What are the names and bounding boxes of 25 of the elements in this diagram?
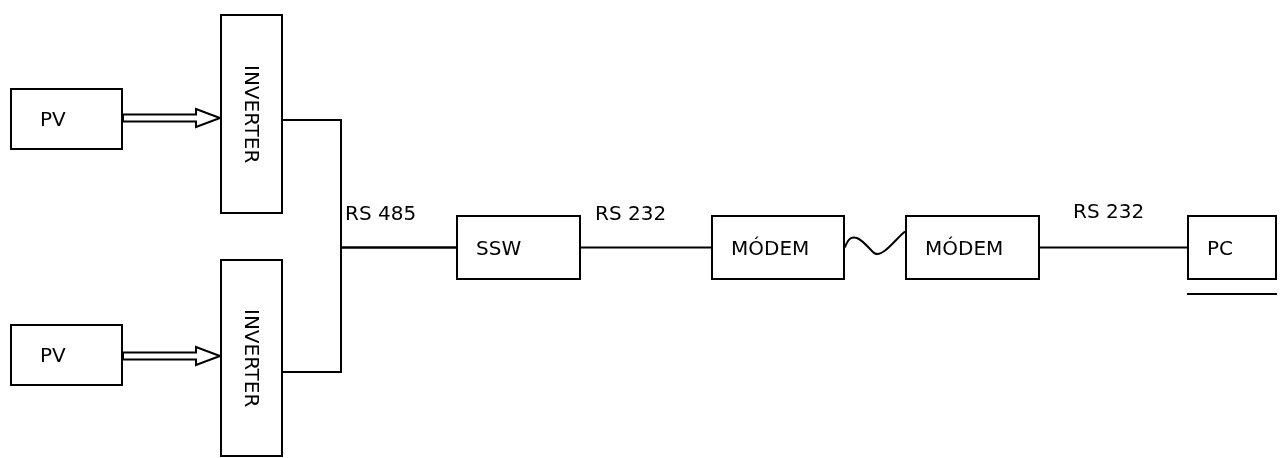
box-label: PV: [40, 343, 66, 367]
edge-label: RS 485: [345, 203, 417, 223]
edge-label: RS 232: [1073, 201, 1145, 221]
inverter-box: [220, 259, 283, 457]
box-label: SSW: [476, 235, 522, 260]
edge-label: RS 232: [595, 203, 667, 223]
device-box: [711, 215, 845, 280]
box-label: PV: [40, 107, 66, 131]
connector-line: [580, 246, 712, 249]
box-label: INVERTER: [239, 308, 264, 408]
device-box: [10, 88, 123, 150]
device-box: [905, 215, 1040, 280]
hollow-arrow: [122, 345, 223, 367]
connector-line: [1039, 246, 1188, 249]
box-label: MÓDEM: [731, 235, 810, 260]
device-box: [1187, 215, 1277, 280]
box-label: PC: [1207, 235, 1234, 260]
box-label: INVERTER: [239, 64, 264, 164]
wavy-line: [844, 230, 906, 255]
device-box: [10, 324, 123, 386]
box-label: MÓDEM: [925, 235, 1004, 260]
connector-line: [282, 246, 457, 373]
inverter-box: [220, 14, 283, 214]
device-box: [456, 215, 581, 280]
hollow-arrow: [122, 107, 223, 129]
